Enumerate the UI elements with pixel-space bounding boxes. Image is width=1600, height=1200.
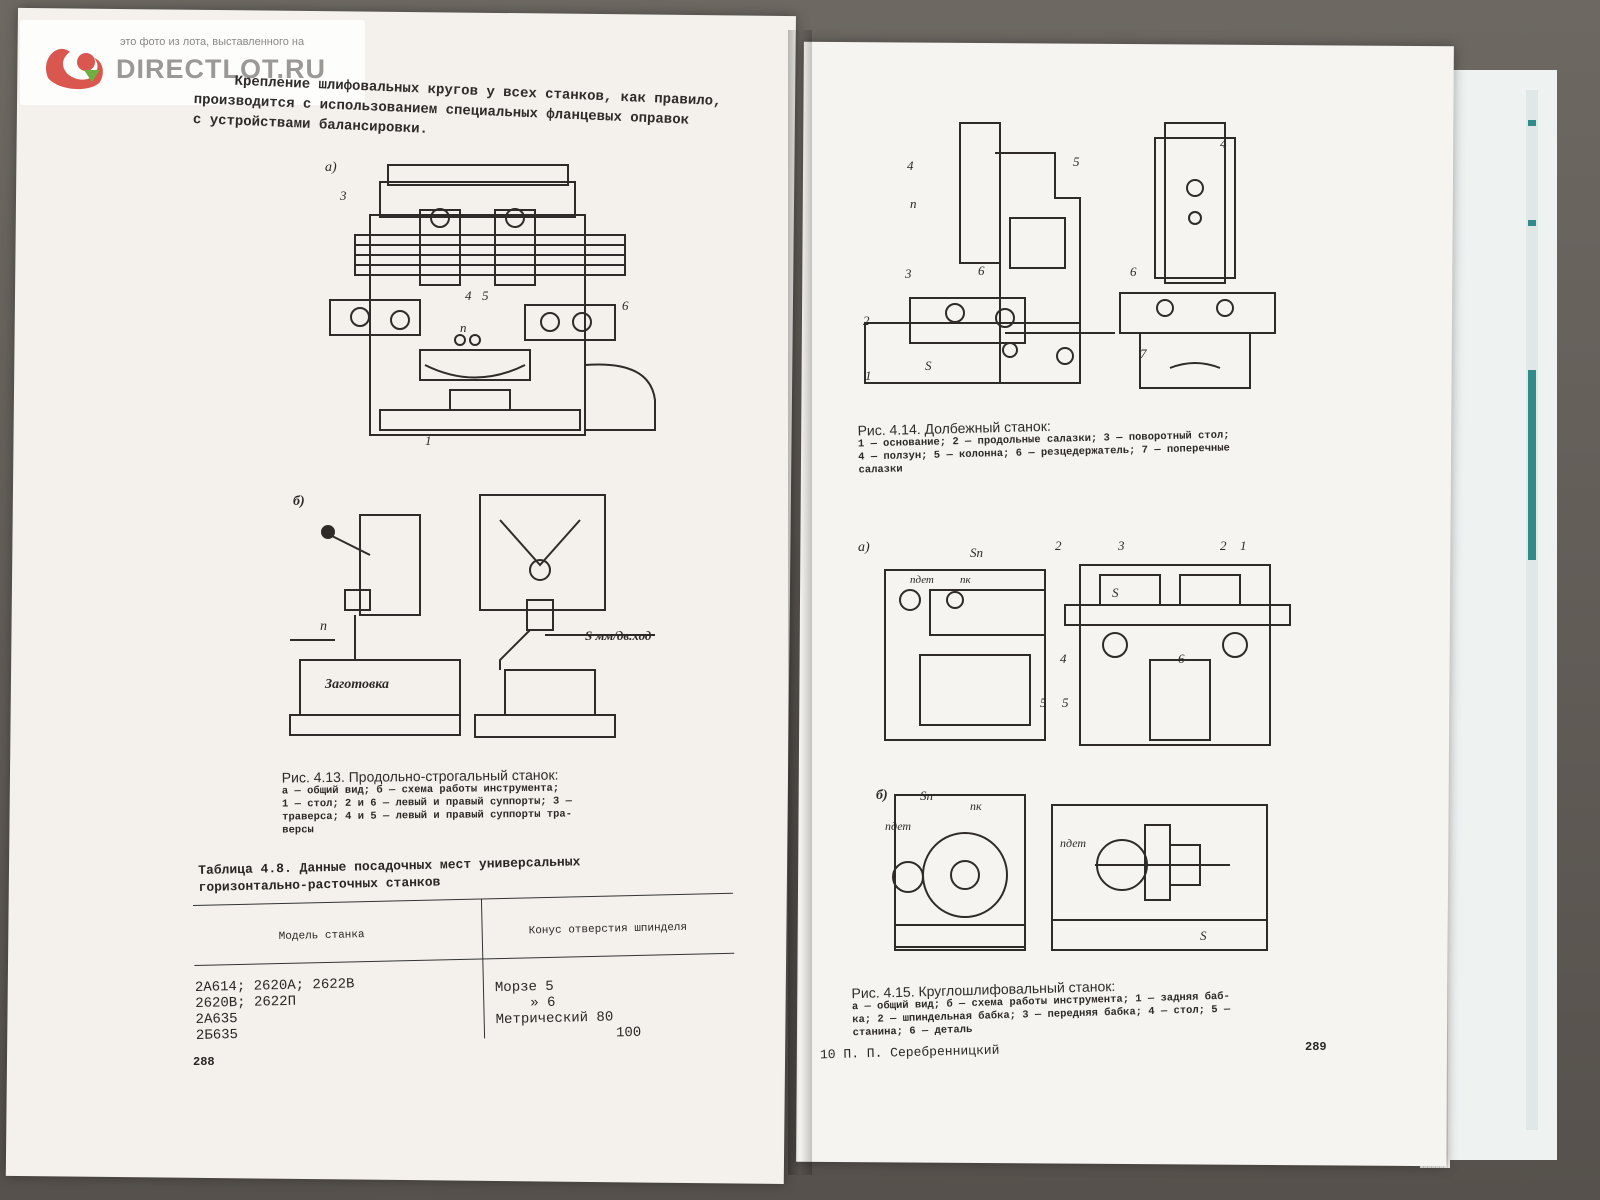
fig-label: 5: [482, 288, 489, 303]
fig-label: n: [460, 320, 467, 335]
fig-4-14-caption: Рис. 4.14. Долбежный станок: 1 — основан…: [857, 413, 1230, 477]
fig-label: 6: [1178, 651, 1185, 666]
fig-4-15-part-a-label: а): [858, 540, 870, 555]
fig-label: S: [1200, 928, 1207, 943]
table-cell-model: 2620В; 2622П: [195, 993, 297, 1012]
watermark-logo-text: DIRECTLOT.RU: [116, 54, 326, 84]
planer-general-view-drawing: 3 4 5 6 1 n: [329, 164, 656, 448]
fig-label: n: [320, 619, 327, 634]
watermark: это фото из лота, выставленного на DIREC…: [20, 20, 365, 105]
table-cell-taper: » 6: [530, 994, 556, 1012]
fig-label: 2: [1055, 538, 1062, 553]
fig-label: 6: [622, 298, 629, 313]
fig-label: nк: [970, 799, 982, 813]
spindle-table: Модель станка Конус отверстия шпинделя 2…: [193, 892, 741, 1055]
watermark-caption: это фото из лота, выставленного на: [120, 36, 305, 48]
fig-label: 7: [1140, 346, 1147, 361]
table-cell-model: 2Б635: [195, 1027, 239, 1044]
fig-label: 3: [1117, 538, 1125, 553]
fig-label: 2: [1220, 538, 1227, 553]
fig-label: 4: [907, 158, 914, 173]
table-cell-model: 2А635: [195, 1011, 238, 1028]
fig-label: Sп: [920, 788, 933, 803]
fig-label: 5: [1073, 154, 1080, 169]
fig-label: 1: [1240, 538, 1247, 553]
table-cell-model: 2А614; 2620А; 2622В: [194, 976, 355, 996]
fig-label: 4: [1220, 136, 1227, 151]
fig-label: 1: [425, 433, 432, 448]
fig-label: 5: [1062, 695, 1069, 710]
table-cell-taper: Метрический 80: [495, 1009, 614, 1029]
table-cell-taper: 100: [615, 1024, 642, 1042]
fig-label: n: [910, 196, 917, 211]
fig-4-13-part-a-label: а): [325, 160, 337, 175]
fig-label: Sп: [970, 545, 983, 560]
table-header-taper: Конус отверстия шпинделя: [528, 921, 688, 938]
fig-4-15-caption: Рис. 4.15. Круглошлифовальный станок: а …: [851, 975, 1230, 1041]
fig-label: nдет: [885, 819, 911, 833]
workpiece-label: Заготовка: [324, 677, 389, 692]
fig-label: nдет: [910, 574, 934, 586]
feed-label: S мм/дв.ход: [585, 628, 652, 643]
book-gutter: [788, 30, 812, 1175]
fig-label: 4: [465, 288, 472, 303]
fig-label: 3: [904, 266, 912, 281]
fig-label: 4: [1060, 651, 1067, 666]
fig-4-13-part-b-label: б): [293, 494, 305, 509]
fig-label: 2: [863, 313, 870, 328]
fig-label: 6: [1130, 264, 1137, 279]
squirrel-logo-icon: [46, 48, 103, 90]
cylindrical-grinder-general-view: Sп 2 3 2 1 nдет nк 4 5 5 6 S: [884, 538, 1291, 746]
table-cell-taper: Морзе 5: [494, 978, 554, 997]
right-page-number: 289: [1305, 1040, 1327, 1054]
slotting-machine-drawing: 1 2 3 4 5 6 7 n S 4 6 7: [863, 122, 1276, 389]
fig-label: 1: [865, 368, 872, 383]
fig-4-15-part-b-label: б): [876, 788, 888, 803]
fig-label: 6: [978, 263, 985, 278]
fig-label: 5: [1040, 695, 1047, 710]
fig-label: 3: [339, 188, 347, 203]
book-cover: [1440, 70, 1557, 1160]
cylindrical-grinder-scheme: Sп nк nдет nдет S: [885, 788, 1268, 951]
fig-label: S: [1112, 585, 1119, 600]
fig-label: S: [925, 358, 932, 373]
fig-label: nк: [960, 574, 972, 586]
planer-tool-scheme-drawing: n Заготовка S мм/дв.ход: [289, 494, 655, 738]
fig-4-13-caption: Рис. 4.13. Продольно-строгальный станок:…: [282, 766, 573, 837]
fig-label: nдет: [1060, 836, 1086, 850]
table-header-model: Модель станка: [278, 929, 365, 944]
left-page-number: 288: [193, 1055, 215, 1069]
